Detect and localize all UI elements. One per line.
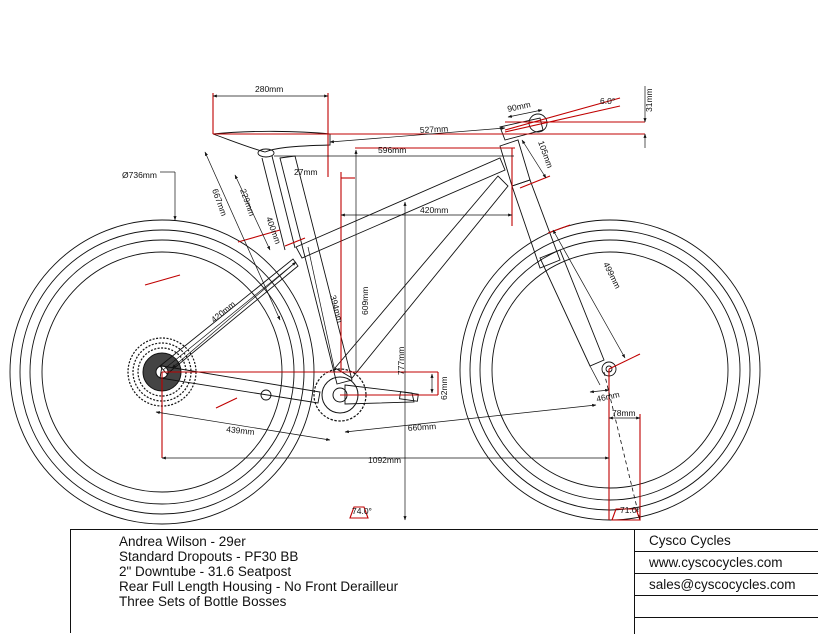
- stem-bars: [499, 113, 548, 141]
- dim-head-angle: 71.0°: [620, 505, 640, 515]
- dim-seatpost-ext: 229mm: [238, 187, 257, 217]
- dim-stem-length: 90mm: [506, 99, 531, 114]
- frame: [159, 139, 531, 404]
- company-name: Cysco Cycles: [635, 530, 818, 552]
- title-block: Andrea Wilson - 29er Standard Dropouts -…: [70, 529, 818, 634]
- dimension-lines: [155, 86, 647, 521]
- dim-front-center: 660mm: [407, 421, 436, 433]
- dim-fork-length: 499mm: [601, 260, 623, 290]
- dim-reach-to-bars: 527mm: [420, 124, 449, 135]
- dim-effective-top-tube: 596mm: [378, 145, 406, 155]
- dim-bb-drop: 62mm: [439, 376, 449, 400]
- note-housing: Rear Full Length Housing - No Front Dera…: [119, 579, 399, 594]
- dim-chainstay: 439mm: [226, 424, 255, 437]
- dim-seat-tube-lower: 394mm: [328, 294, 345, 324]
- dim-bar-drop: 31mm: [644, 88, 654, 112]
- note-dropouts-bb: Standard Dropouts - PF30 BB: [119, 549, 299, 564]
- company-blank-row: [635, 596, 818, 618]
- dim-actual-top-tube: 420mm: [420, 205, 448, 215]
- dim-seatstay: 420mm: [209, 299, 237, 325]
- dim-spacer-stack: 105mm: [536, 139, 555, 169]
- dim-seat-angle: 74.0°: [352, 506, 372, 516]
- note-customer: Andrea Wilson - 29er: [119, 534, 246, 549]
- dim-stack-609: 609mm: [360, 287, 370, 315]
- build-notes: Andrea Wilson - 29er Standard Dropouts -…: [119, 534, 398, 609]
- dim-saddle-setback: 27mm: [294, 167, 318, 177]
- company-email: sales@cyscocycles.com: [635, 574, 818, 596]
- dim-stack-777: 777mm: [396, 347, 406, 375]
- note-tubes: 2" Downtube - 31.6 Seatpost: [119, 564, 292, 579]
- dim-saddle-height: 667mm: [210, 187, 229, 217]
- note-bottle-bosses: Three Sets of Bottle Bosses: [119, 594, 287, 609]
- dim-stem-angle: 6.0°: [600, 96, 615, 106]
- dim-saddle-length: 280mm: [255, 84, 283, 94]
- company-info: Cysco Cycles www.cyscocycles.com sales@c…: [634, 530, 818, 634]
- dim-trail: 78mm: [612, 408, 636, 418]
- fork: [511, 179, 617, 386]
- dim-fork-offset: 46mm: [595, 389, 620, 404]
- company-website: www.cyscocycles.com: [635, 552, 818, 574]
- dim-wheel-diameter: Ø736mm: [122, 170, 157, 180]
- dimension-labels: 280mm 27mm 527mm 90mm 6.0° 31mm 105mm 59…: [122, 84, 654, 516]
- dim-wheelbase: 1092mm: [368, 455, 401, 465]
